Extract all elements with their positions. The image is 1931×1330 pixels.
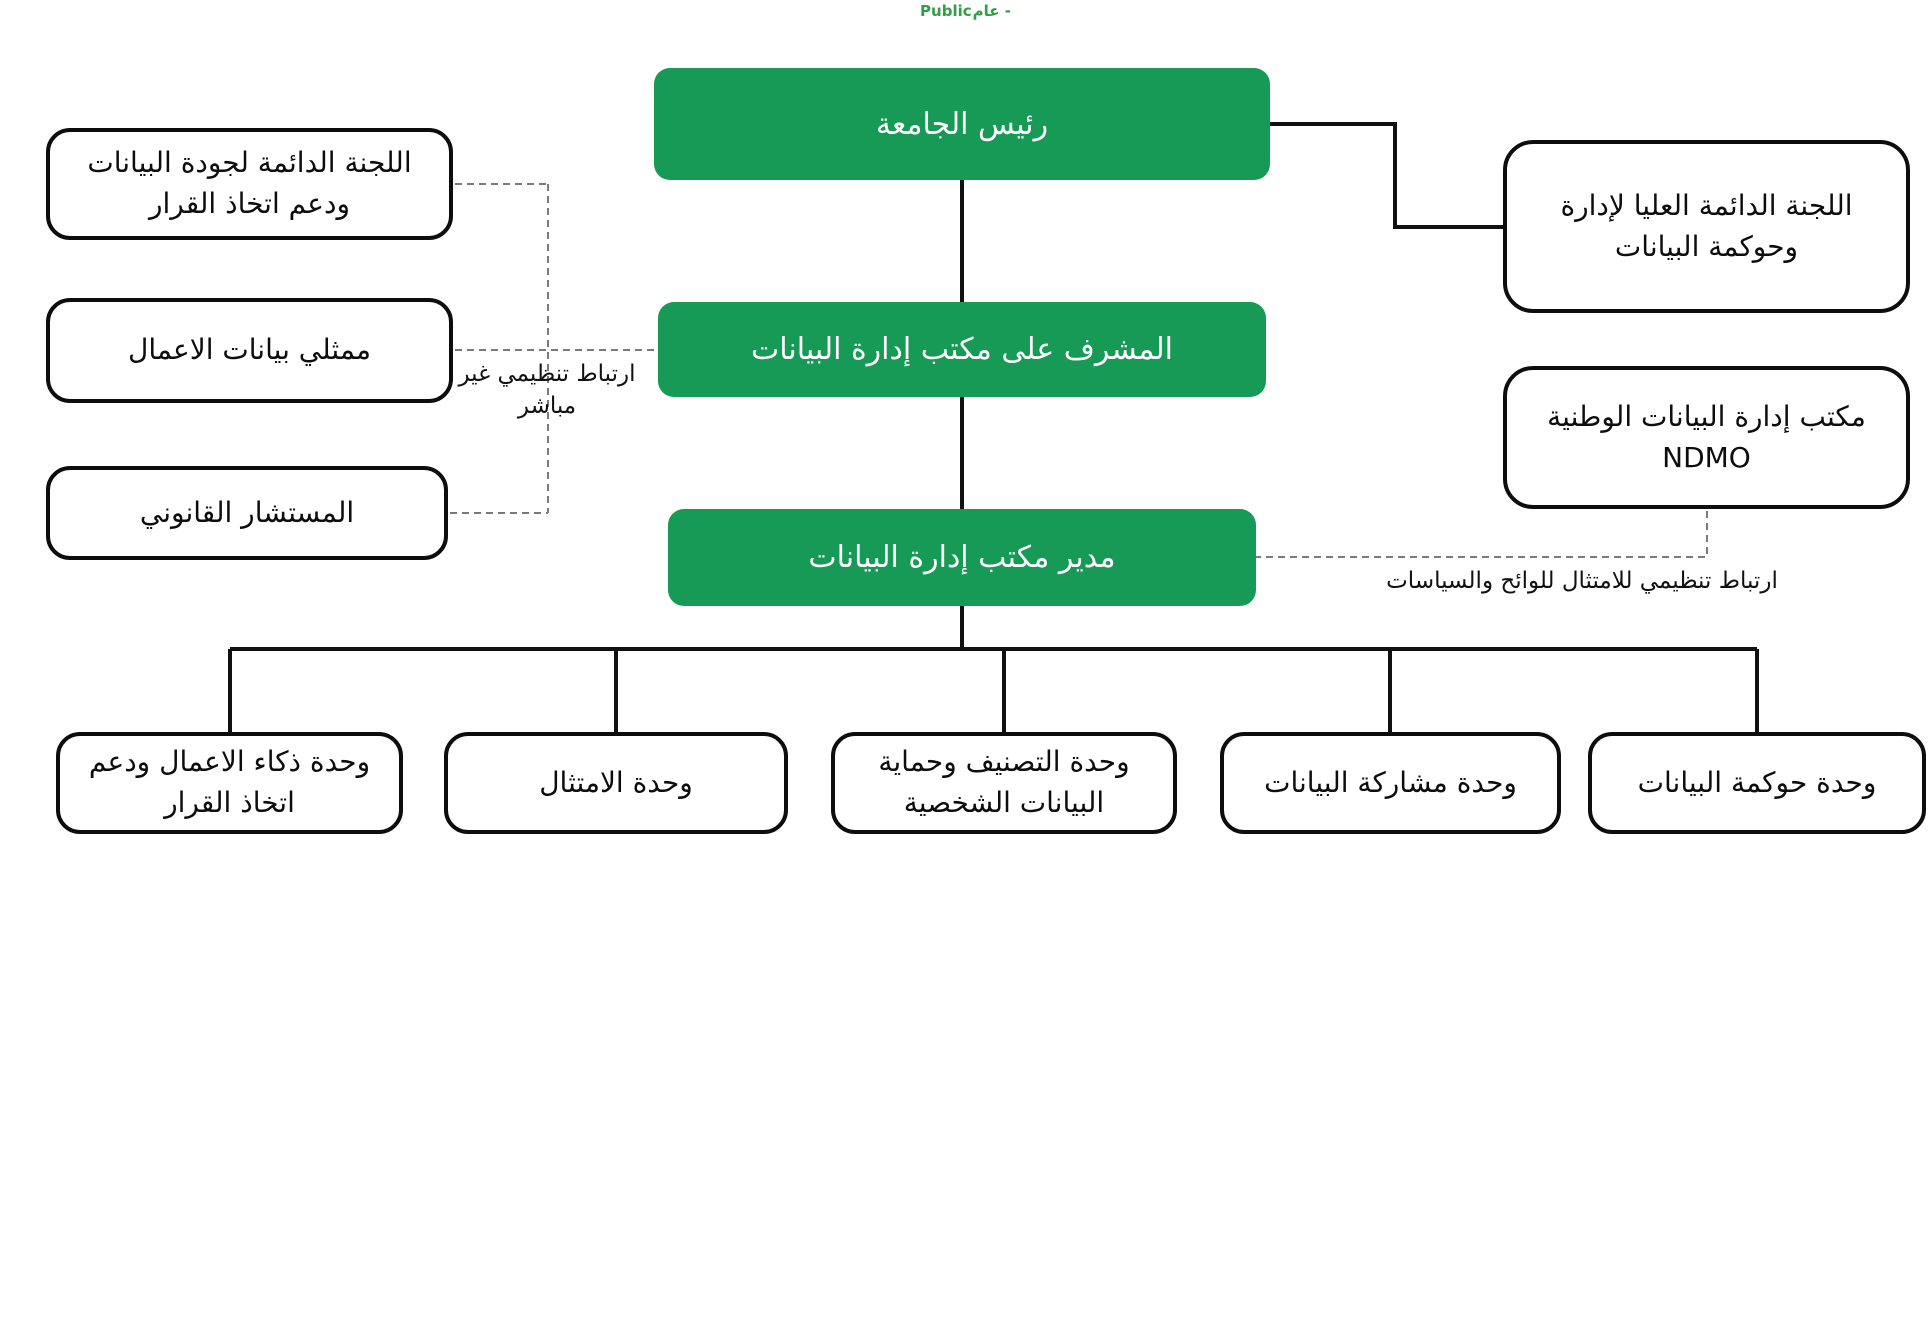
classification-banner: Publicعام -: [0, 2, 1931, 20]
node-business-data-representatives: ممثلي بيانات الاعمال: [46, 298, 453, 403]
node-data-quality-committee: اللجنة الدائمة لجودة البيانات ودعم اتخاذ…: [46, 128, 453, 240]
node-unit-compliance: وحدة الامتثال: [444, 732, 788, 834]
node-unit-data-sharing: وحدة مشاركة البيانات: [1220, 732, 1561, 834]
node-supreme-data-committee: اللجنة الدائمة العليا لإدارة وحوكمة البي…: [1503, 140, 1910, 313]
node-dmo-director: مدير مكتب إدارة البيانات: [668, 509, 1256, 606]
node-dmo-supervisor: المشرف على مكتب إدارة البيانات: [658, 302, 1266, 397]
node-unit-business-intelligence: وحدة ذكاء الاعمال ودعم اتخاذ القرار: [56, 732, 403, 834]
node-unit-classification-protection: وحدة التصنيف وحماية البيانات الشخصية: [831, 732, 1177, 834]
connector-president-supreme-committee: [1268, 122, 1505, 229]
classification-public-label: Public: [920, 2, 972, 20]
node-university-president: رئيس الجامعة: [654, 68, 1270, 180]
label-indirect-org-link: ارتباط تنظيمي غير مباشر: [458, 361, 636, 420]
label-compliance-org-link: ارتباط تنظيمي للامتثال للوائح والسياسات: [1386, 568, 1778, 594]
node-ndmo: مكتب إدارة البيانات الوطنية NDMO: [1503, 366, 1910, 509]
classification-arabic-label: عام -: [972, 2, 1011, 20]
node-unit-data-governance: وحدة حوكمة البيانات: [1588, 732, 1926, 834]
node-legal-advisor: المستشار القانوني: [46, 466, 448, 560]
